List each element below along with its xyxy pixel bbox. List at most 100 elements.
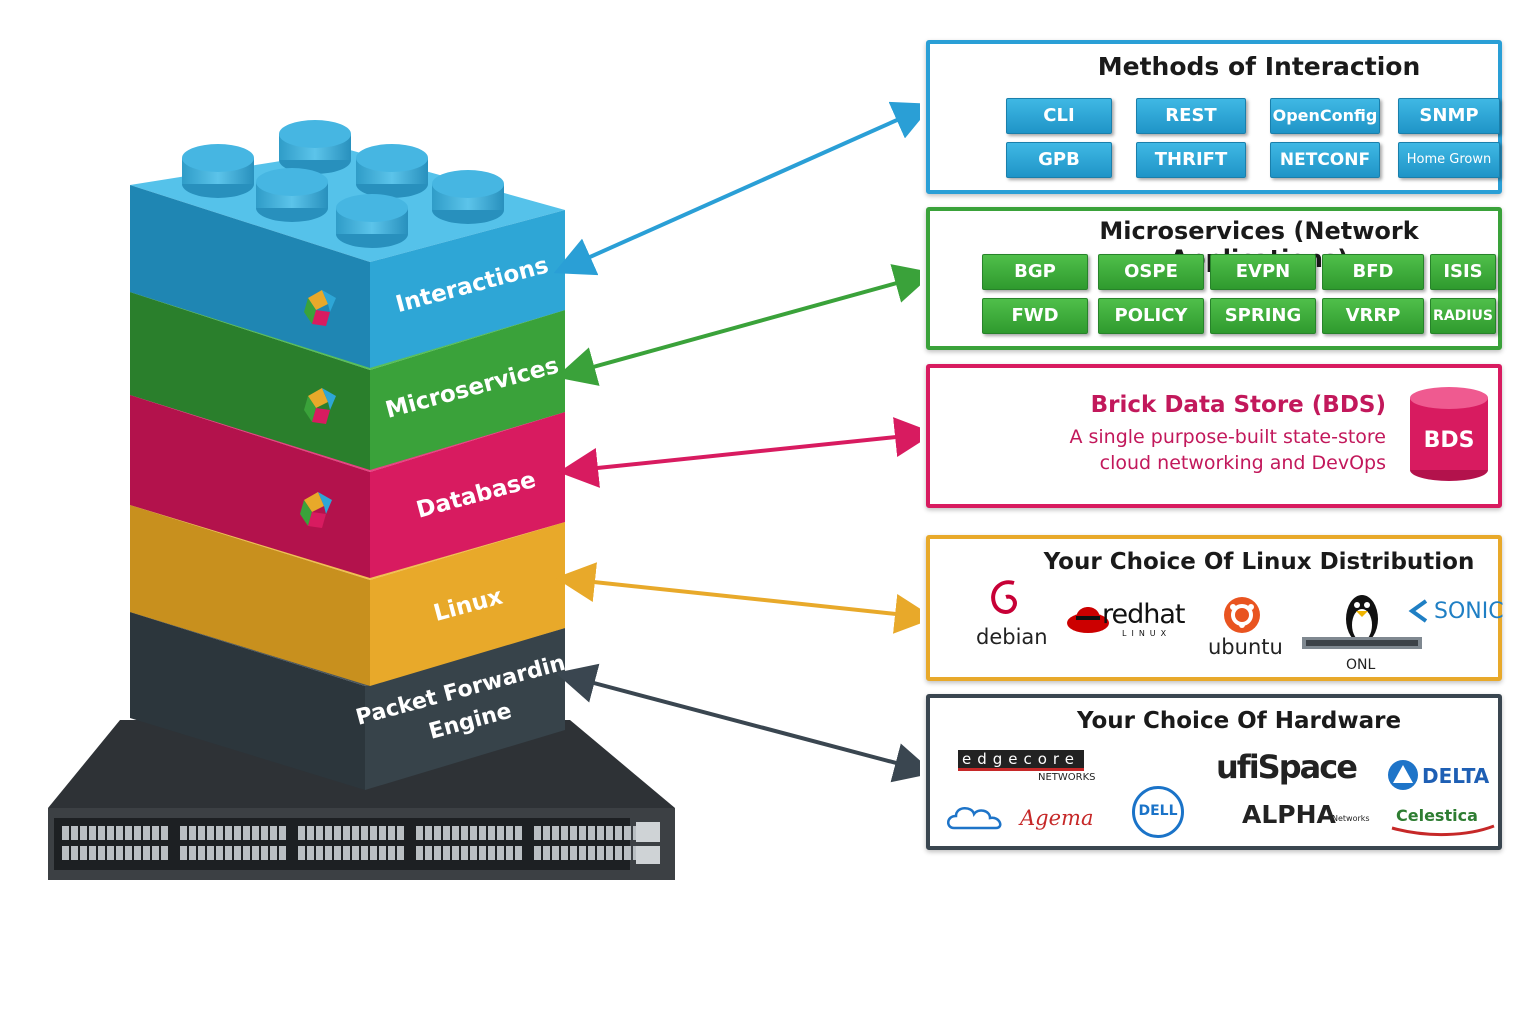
switch-port xyxy=(207,826,214,840)
brick-stack-diagram: Packet Forwarding Engine Linux Database … xyxy=(48,101,920,880)
switch-port xyxy=(316,826,323,840)
switch-port xyxy=(143,846,150,860)
switch-port xyxy=(506,826,513,840)
brick-logo-icon xyxy=(304,290,336,326)
tag-isis: ISIS xyxy=(1430,254,1496,290)
switch-port xyxy=(370,826,377,840)
switch-port xyxy=(552,846,559,860)
brick-studs xyxy=(182,120,504,248)
celestica-swoosh-icon xyxy=(1391,824,1495,837)
switch-port xyxy=(543,846,550,860)
switch-port xyxy=(624,846,631,860)
switch-port xyxy=(488,826,495,840)
sonic-icon xyxy=(1408,599,1428,623)
switch-port xyxy=(80,846,87,860)
switch-port xyxy=(461,846,468,860)
switch-port xyxy=(434,826,441,840)
brick-logo-icon xyxy=(304,388,336,424)
switch-port xyxy=(470,826,477,840)
alpha-text: ALPHA xyxy=(1242,800,1336,829)
switch-port xyxy=(325,846,332,860)
switch-port xyxy=(71,826,78,840)
switch-port xyxy=(370,846,377,860)
switch-port xyxy=(270,826,277,840)
database-cylinder-icon: BDS xyxy=(1408,386,1490,482)
bds-title: Brick Data Store (BDS) xyxy=(1090,392,1386,418)
delta-icon xyxy=(1388,760,1418,790)
edgecore-text: edgecore xyxy=(958,750,1084,771)
panel-microservices: Microservices (Network Applications) BGP… xyxy=(926,207,1502,350)
dell-logo: DELL xyxy=(1132,786,1184,838)
switch-port xyxy=(189,846,196,860)
switch-port xyxy=(234,846,241,860)
switch-port xyxy=(152,846,159,860)
switch-port xyxy=(198,826,205,840)
switch-port xyxy=(443,846,450,860)
panel-hardware: Your Choice Of Hardware edgecore NETWORK… xyxy=(926,694,1502,850)
switch-port xyxy=(615,846,622,860)
switch-port xyxy=(534,846,541,860)
bds-description-line-1: A single purpose-built state-store xyxy=(1069,426,1386,448)
redhat-text: redhat xyxy=(1102,599,1186,630)
switch-port xyxy=(597,826,604,840)
switch-port xyxy=(515,826,522,840)
switch-port xyxy=(180,846,187,860)
switch-port xyxy=(198,846,205,860)
switch-port xyxy=(361,846,368,860)
switch-port xyxy=(606,826,613,840)
switch-port xyxy=(189,826,196,840)
switch-port xyxy=(243,846,250,860)
switch-port xyxy=(334,826,341,840)
switch-port xyxy=(207,846,214,860)
switch-port xyxy=(461,826,468,840)
bds-description-line-2: cloud networking and DevOps xyxy=(1099,452,1386,474)
switch-port xyxy=(125,826,132,840)
celestica-logo: Celestica xyxy=(1388,806,1498,840)
switch-port xyxy=(316,846,323,860)
switch-port xyxy=(352,826,359,840)
switch-port xyxy=(298,826,305,840)
edgecore-sub-text: NETWORKS xyxy=(1038,772,1096,783)
tag-thrift: THRIFT xyxy=(1136,142,1246,178)
switch-port xyxy=(234,826,241,840)
celestica-text: Celestica xyxy=(1396,806,1478,825)
switch-port xyxy=(161,826,168,840)
panel-title: Your Choice Of Hardware xyxy=(1076,708,1402,734)
switch-port xyxy=(434,846,441,860)
switch-port xyxy=(98,846,105,860)
arrow-interactions xyxy=(553,101,920,276)
switch-port xyxy=(62,826,69,840)
switch-port xyxy=(116,826,123,840)
tag-ospe: OSPE xyxy=(1098,254,1204,290)
switch-port xyxy=(161,846,168,860)
switch-port xyxy=(80,826,87,840)
brick-stud xyxy=(356,144,428,198)
switch-port xyxy=(606,846,613,860)
tag-spring: SPRING xyxy=(1210,298,1316,334)
switch-port xyxy=(497,846,504,860)
delta-logo: DELTA xyxy=(1386,758,1496,792)
switch-port xyxy=(534,826,541,840)
panel-title: Methods of Interaction xyxy=(1097,52,1421,81)
switch-port xyxy=(379,826,386,840)
switch-port xyxy=(497,826,504,840)
switch-port xyxy=(62,846,69,860)
switch-port xyxy=(561,826,568,840)
tag-radius: RADIUS xyxy=(1430,298,1496,334)
switch-port xyxy=(307,846,314,860)
ubuntu-logo: ubuntu xyxy=(1202,595,1286,665)
switch-port xyxy=(543,826,550,840)
debian-swirl-icon xyxy=(991,580,1017,614)
switch-port xyxy=(334,846,341,860)
switch-port xyxy=(134,826,141,840)
agema-logo: Agema xyxy=(944,802,1094,836)
tag-evpn: EVPN xyxy=(1210,254,1316,290)
brick-logo-icon xyxy=(300,492,332,528)
switch-port xyxy=(343,846,350,860)
switch-port xyxy=(479,826,486,840)
ufispace-logo: ufiSpace xyxy=(1216,748,1358,786)
switch-port xyxy=(279,846,286,860)
brick-stud xyxy=(336,194,408,248)
switch-port xyxy=(261,846,268,860)
tag-cli: CLI xyxy=(1006,98,1112,134)
